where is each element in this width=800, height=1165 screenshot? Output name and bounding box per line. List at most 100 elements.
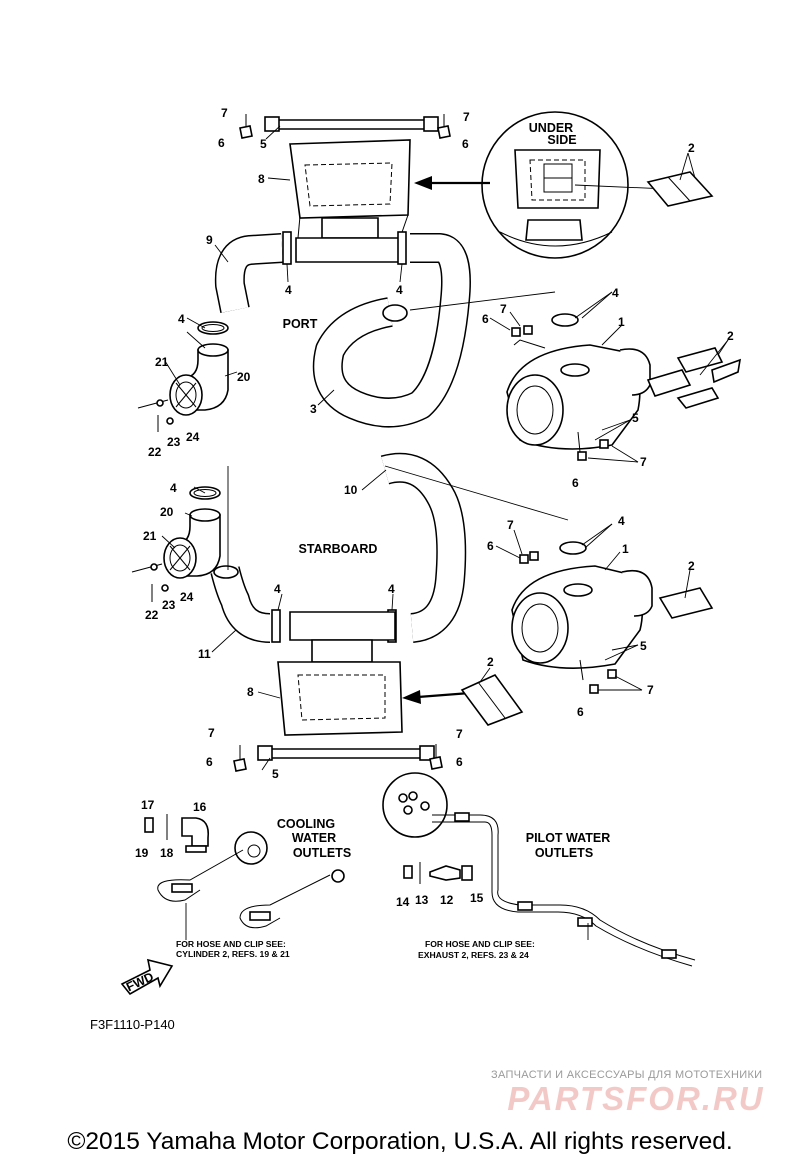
callout-6: 6 — [482, 312, 489, 326]
cooling-fittings — [144, 814, 268, 865]
clips-stbd-right — [519, 551, 617, 694]
cooling-title-2: WATER — [292, 831, 336, 845]
air-intake-starboard — [511, 565, 653, 669]
callout-7: 7 — [456, 727, 463, 741]
underside-detail-circle — [481, 111, 691, 259]
pad-starboard — [658, 587, 714, 619]
clamp-port-right — [397, 231, 407, 265]
callout-7: 7 — [507, 518, 514, 532]
callout-17: 17 — [141, 798, 155, 812]
nut-bottom-right — [429, 744, 443, 770]
cooling-title-1: COOLING — [277, 817, 335, 831]
callout-16: 16 — [193, 800, 207, 814]
clamp-stbd-left — [271, 609, 281, 643]
callout-10: 10 — [344, 483, 358, 497]
callout-1: 1 — [622, 542, 629, 556]
callout-7: 7 — [463, 110, 470, 124]
pad-starboard-lower — [460, 674, 524, 726]
callout-23: 23 — [162, 598, 176, 612]
flame-arrestor-port — [169, 374, 203, 416]
silencer-box-starboard — [277, 611, 403, 736]
callout-3: 3 — [310, 402, 317, 416]
clamp-port-airbox — [551, 313, 579, 327]
screws-stbd-elbow — [131, 563, 169, 602]
callout-7: 7 — [647, 683, 654, 697]
callout-20: 20 — [237, 370, 251, 384]
callout-5: 5 — [640, 639, 647, 653]
leader-hose3 — [409, 291, 556, 311]
nut-bottom-left — [233, 745, 247, 772]
pilot-detail-circle — [382, 772, 448, 838]
callout-4: 4 — [612, 286, 619, 300]
arrow-to-silencer-starboard — [402, 690, 471, 704]
section-starboard: STARBOARD — [299, 542, 378, 556]
callout-7: 7 — [640, 455, 647, 469]
callout-11: 11 — [198, 647, 211, 661]
callout-7: 7 — [221, 106, 228, 120]
pilot-title-1: PILOT WATER — [526, 831, 611, 845]
callout-2: 2 — [727, 329, 734, 343]
clips-port-right — [511, 325, 609, 461]
hose-9 — [214, 233, 283, 313]
callout-12: 12 — [440, 893, 454, 907]
copyright-notice: ©2015 Yamaha Motor Corporation, U.S.A. A… — [67, 1128, 733, 1155]
callout-22: 22 — [148, 445, 162, 459]
diagram-code: F3F1110-P140 — [90, 1017, 175, 1032]
callout-24: 24 — [186, 430, 200, 444]
silencer-box-port — [289, 139, 411, 263]
underside-label-1: UNDER — [529, 121, 573, 135]
callout-1: 1 — [618, 315, 625, 329]
callout-15: 15 — [470, 891, 484, 905]
pilot-hose — [432, 812, 696, 967]
callout-9: 9 — [206, 233, 213, 247]
callout-2: 2 — [688, 141, 695, 155]
pad-underside — [646, 171, 714, 207]
fwd-label: FWD — [124, 970, 156, 995]
watermark-tagline: ЗАПЧАСТИ И АКСЕССУАРЫ ДЛЯ МОТОТЕХНИКИ — [491, 1069, 763, 1081]
pilot-note-2: EXHAUST 2, REFS. 23 & 24 — [418, 950, 529, 960]
pads-port — [646, 347, 742, 409]
pilot-title-2: OUTLETS — [535, 846, 593, 860]
callout-21: 21 — [143, 529, 157, 543]
callout-13: 13 — [415, 893, 429, 907]
cooling-note-2: CYLINDER 2, REFS. 19 & 21 — [176, 949, 290, 959]
underside-label-2: SIDE — [547, 133, 576, 147]
clamp-stbd-airbox — [559, 541, 587, 555]
callout-6: 6 — [218, 136, 225, 150]
hose-3 — [312, 233, 471, 428]
watermark-logo: PARTSFOR.RU — [507, 1080, 765, 1117]
pilot-note-1: FOR HOSE AND CLIP SEE: — [425, 939, 535, 949]
callout-6: 6 — [487, 539, 494, 553]
callout-22: 22 — [145, 608, 159, 622]
callout-14: 14 — [396, 895, 410, 909]
callout-2: 2 — [688, 559, 695, 573]
callout-2: 2 — [487, 655, 494, 669]
callout-23: 23 — [167, 435, 181, 449]
callout-6: 6 — [577, 705, 584, 719]
callout-7: 7 — [500, 302, 507, 316]
hose-10 — [380, 452, 467, 643]
cooling-hose-loop — [157, 849, 345, 929]
clamp-port-elbow — [197, 321, 229, 335]
callout-4: 4 — [285, 283, 292, 297]
callout-6: 6 — [462, 137, 469, 151]
callout-4: 4 — [618, 514, 625, 528]
screws-port-elbow — [137, 399, 174, 432]
callout-4: 4 — [178, 312, 185, 326]
pilot-fittings — [403, 862, 473, 884]
strap-bracket-bottom — [257, 745, 435, 761]
fwd-arrow-icon — [120, 958, 174, 996]
callout-7: 7 — [208, 726, 215, 740]
flame-arrestor-starboard — [163, 537, 197, 579]
nut-top-left — [239, 114, 253, 139]
callout-18: 18 — [160, 846, 174, 860]
leader-lines — [161, 125, 729, 771]
callout-6: 6 — [456, 755, 463, 769]
callout-4: 4 — [170, 481, 177, 495]
callout-5: 5 — [632, 411, 639, 425]
callout-8: 8 — [258, 172, 265, 186]
callout-4: 4 — [396, 283, 403, 297]
strap-bracket-top — [264, 116, 439, 132]
callout-5: 5 — [260, 137, 267, 151]
